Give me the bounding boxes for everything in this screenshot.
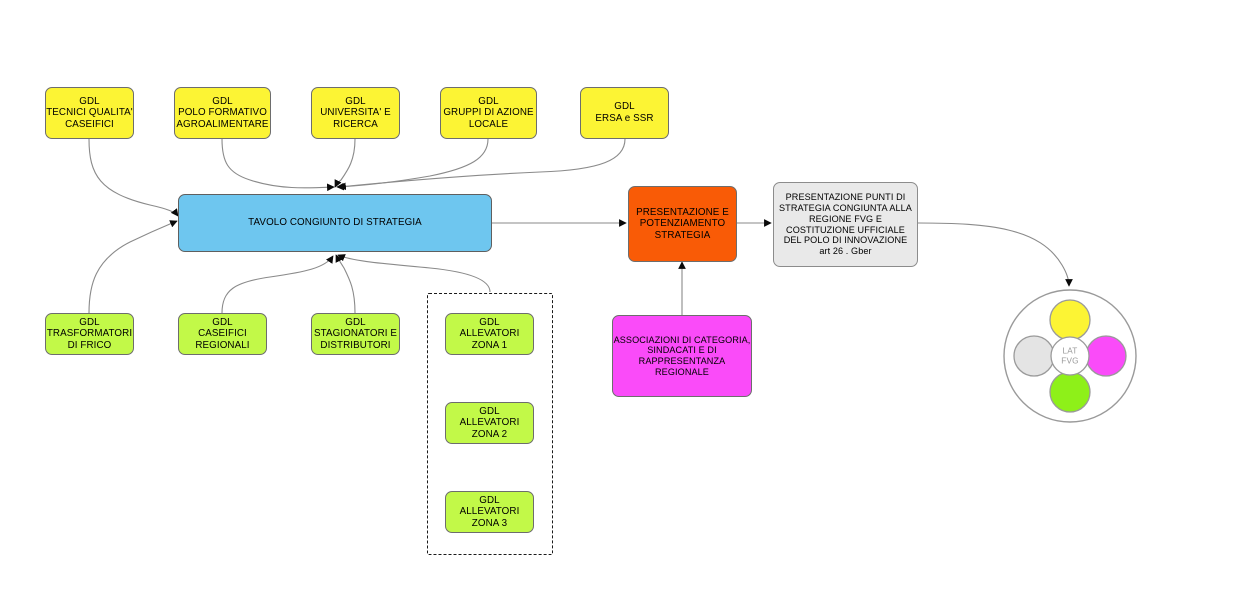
node-gdl-allevatori-zona-2[interactable]: GDL ALLEVATORI ZONA 2 <box>445 402 534 444</box>
logo-gray-circle <box>1013 335 1055 377</box>
logo-green-circle <box>1049 371 1091 413</box>
node-gdl-stagionatori-distributori[interactable]: GDL STAGIONATORI E DISTRIBUTORI <box>311 313 400 355</box>
lat-fvg-logo[interactable]: LAT FVG <box>1002 288 1138 424</box>
node-gdl-polo-formativo-agroalimentare[interactable]: GDL POLO FORMATIVO AGROALIMENTARE <box>174 87 271 139</box>
logo-yellow-circle <box>1049 299 1091 341</box>
node-gdl-universita-ricerca[interactable]: GDL UNIVERSITA' E RICERCA <box>311 87 400 139</box>
node-presentazione-potenziamento-strategia[interactable]: PRESENTAZIONE E POTENZIAMENTO STRATEGIA <box>628 186 737 262</box>
node-gdl-trasformatori-di-frico[interactable]: GDL TRASFORMATORI DI FRICO <box>45 313 134 355</box>
node-gdl-ersa-ssr[interactable]: GDL ERSA e SSR <box>580 87 669 139</box>
edge-regione-to-logo <box>917 222 1073 287</box>
edge-allevatori-to-tavolo <box>337 254 491 293</box>
edge-stagionatori-to-tavolo <box>335 254 356 314</box>
node-gdl-tecnici-qualita-caseifici[interactable]: GDL TECNICI QUALITA' CASEIFICI <box>45 87 134 139</box>
edge-ersa-to-tavolo <box>338 138 626 191</box>
edge-polo-to-tavolo <box>221 138 335 192</box>
logo-label: LAT FVG <box>1061 346 1079 365</box>
node-gdl-caseifici-regionali[interactable]: GDL CASEIFICI REGIONALI <box>178 313 267 355</box>
node-associazioni-di-categoria[interactable]: ASSOCIAZIONI DI CATEGORIA, SINDACATI E D… <box>612 315 752 397</box>
edge-caseifici-to-tavolo <box>221 255 334 314</box>
node-gdl-gruppi-azione-locale[interactable]: GDL GRUPPI DI AZIONE LOCALE <box>440 87 537 139</box>
node-gdl-allevatori-zona-1[interactable]: GDL ALLEVATORI ZONA 1 <box>445 313 534 355</box>
node-gdl-allevatori-zona-3[interactable]: GDL ALLEVATORI ZONA 3 <box>445 491 534 533</box>
logo-magenta-circle <box>1085 335 1127 377</box>
node-tavolo-congiunto-di-strategia[interactable]: TAVOLO CONGIUNTO DI STRATEGIA <box>178 194 492 252</box>
edge-tecnici-to-tavolo <box>88 138 179 217</box>
edge-trasformatori-to-tavolo <box>88 220 178 314</box>
logo-hub <box>1050 336 1090 376</box>
edge-universita-to-tavolo <box>334 138 356 188</box>
edge-gal-to-tavolo <box>336 138 489 191</box>
node-presentazione-punti-strategia-regione[interactable]: PRESENTAZIONE PUNTI DI STRATEGIA CONGIUN… <box>773 182 918 267</box>
allevatori-group-container <box>427 293 553 555</box>
